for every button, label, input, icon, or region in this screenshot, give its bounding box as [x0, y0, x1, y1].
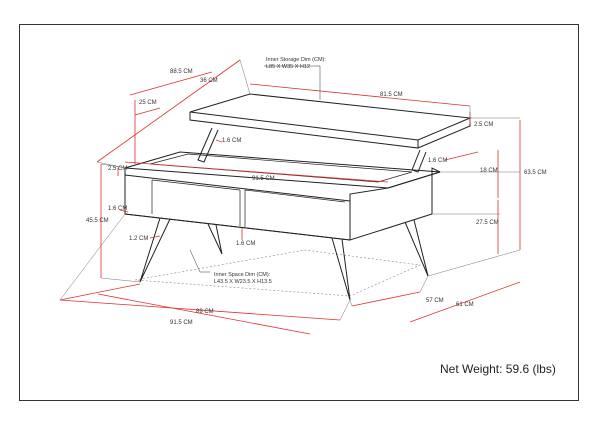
body-front-top-edge: [124, 174, 351, 202]
label-frame-right: 1.6 CM: [428, 158, 447, 164]
label-depth-inner: 36 CM: [200, 78, 218, 84]
dimension-labels: 88.5 CM 36 CM 25 CM 81.5 CM 2.5 CM Inner…: [86, 57, 547, 326]
label-height-base: 27.5 CM: [476, 220, 499, 226]
inner-storage-leader: [264, 65, 321, 100]
label-lid-width: 81.5 CM: [380, 92, 403, 98]
label-leg-offset: 1.2 CM: [129, 236, 148, 242]
body-shelf-line: [151, 180, 246, 227]
label-base-depth-total: 61 CM: [456, 302, 474, 308]
label-divider: 1.6 CM: [236, 241, 255, 247]
label-height-total: 63.5 CM: [524, 170, 547, 176]
leg-front-left: [139, 217, 171, 283]
label-height-body: 45.5 CM: [86, 218, 109, 224]
label-lid-thickness: 2.5 CM: [474, 122, 493, 128]
leg-back-right: [404, 219, 429, 277]
label-depth-total: 88.5 CM: [170, 69, 193, 75]
label-shelf-thickness: 1.6 CM: [108, 206, 127, 212]
extension-lines: [59, 59, 521, 321]
inner-storage-opening: [149, 153, 413, 183]
floor-footprint: [134, 249, 422, 297]
leg-front-right: [331, 237, 351, 301]
net-weight-label: Net Weight: 59.6 (lbs): [440, 362, 556, 376]
label-top-width: 91.5 CM: [252, 176, 275, 182]
label-base-width: 89 CM: [196, 309, 214, 315]
label-base-depth: 57 CM: [426, 298, 444, 304]
label-inner-space-dims: L43.5 X W23.5 X H13.5: [214, 279, 272, 285]
body-inner-back: [151, 179, 346, 203]
lid-side: [417, 118, 471, 149]
label-inner-space-title: Inner Space Dim (CM):: [214, 272, 271, 278]
label-overall-width: 91.5 CM: [170, 320, 193, 326]
leg-back-left: [207, 223, 223, 255]
lift-arm-right: [411, 149, 427, 173]
inner-space-leader: [189, 249, 210, 273]
label-top-thickness: 2.5 CM: [108, 166, 127, 172]
label-inner-storage-title: Inner Storage Dim (CM):: [266, 57, 326, 63]
lid-top: [189, 93, 472, 141]
label-inner-storage-dims: L85 X W35 X H12: [266, 64, 310, 70]
label-frame-left: 1.6 CM: [222, 138, 241, 144]
body-side-top: [387, 171, 441, 189]
label-height-lift: 18 CM: [480, 168, 498, 174]
body-side: [349, 167, 441, 241]
dimension-lines: [59, 59, 521, 335]
lid-front: [189, 112, 419, 149]
lift-arm-left: [197, 127, 219, 163]
drawing-frame: [19, 24, 579, 401]
body-front-bottom: [124, 213, 351, 241]
label-lid-depth: 25 CM: [139, 100, 157, 106]
